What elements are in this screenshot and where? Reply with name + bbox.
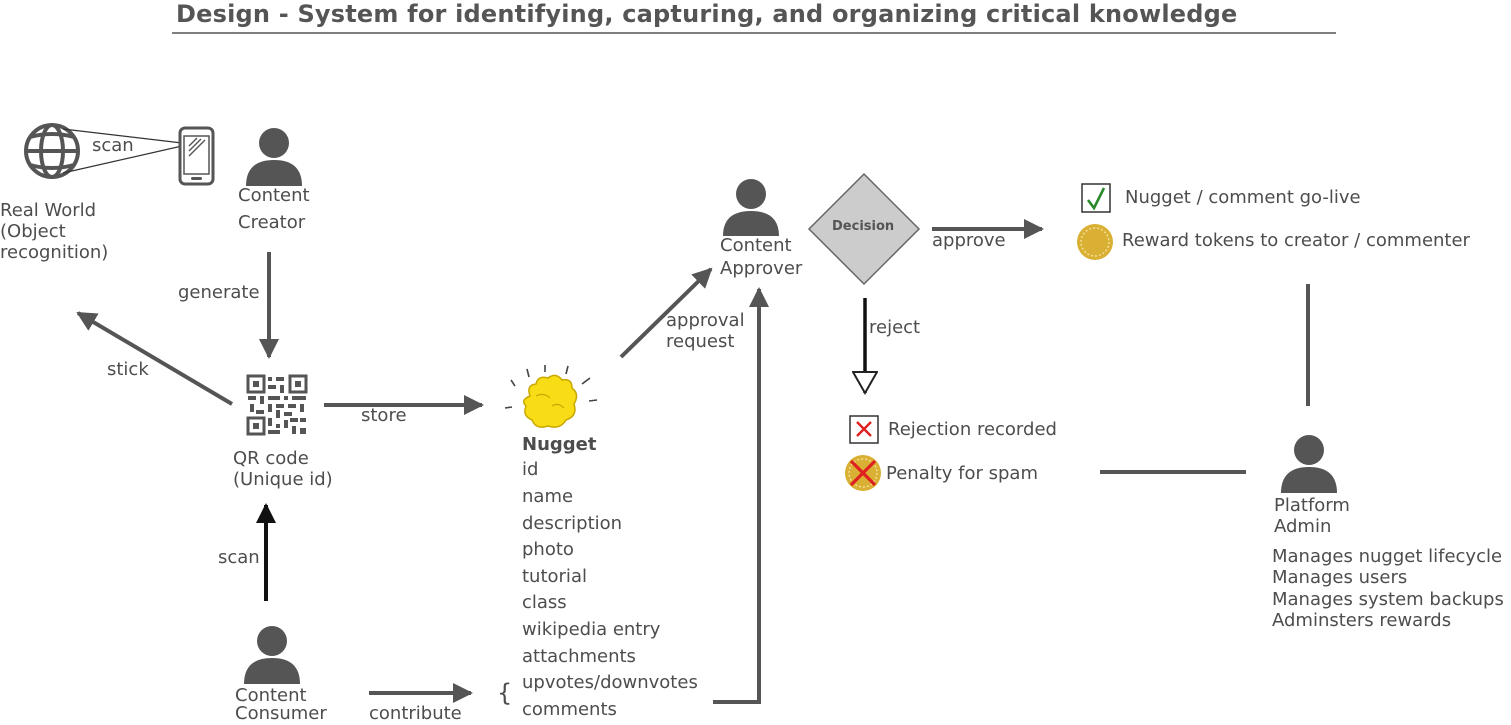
content-creator-icon	[246, 128, 302, 186]
consumer-label-1: Content	[235, 685, 307, 706]
approval-label-2: request	[666, 331, 735, 352]
approve-label: approve	[932, 230, 1006, 251]
decision-label: Decision	[832, 219, 895, 234]
phone-icon	[178, 126, 215, 186]
nugget-heading: Nugget	[522, 434, 597, 455]
reject-label: reject	[869, 317, 921, 338]
coin-icon	[1077, 224, 1113, 260]
approval-label-1: approval	[666, 310, 745, 331]
penalty-coin-icon	[845, 455, 881, 491]
admin-label-2: Admin	[1274, 516, 1332, 537]
real-world-label-3: recognition)	[0, 242, 109, 263]
nugget-field: class	[522, 592, 567, 613]
admin-duty: Manages system backups	[1272, 589, 1504, 610]
approver-label-2: Approver	[720, 258, 803, 279]
decision-diamond	[807, 172, 921, 286]
reward-label: Reward tokens to creator / commenter	[1122, 230, 1470, 251]
real-world-label-2: (Object	[0, 221, 66, 242]
rejection-label: Rejection recorded	[888, 419, 1057, 440]
penalty-label: Penalty for spam	[886, 463, 1038, 484]
real-world-label-1: Real World	[0, 200, 97, 221]
comments-to-approver-arrow	[713, 287, 769, 704]
qr-label-1: QR code	[233, 448, 309, 469]
scan-bottom-label: scan	[218, 547, 260, 568]
nugget-field: description	[522, 513, 623, 534]
nugget-field: wikipedia entry	[522, 619, 661, 640]
contribute-label: contribute	[369, 703, 462, 724]
nugget-field: comments	[522, 699, 617, 720]
check-icon	[1081, 183, 1111, 213]
generate-label: generate	[178, 282, 260, 303]
admin-duty: Adminsters rewards	[1272, 610, 1452, 631]
nugget-icon	[504, 365, 598, 428]
qr-label-2: (Unique id)	[233, 469, 333, 490]
brace-glyph: {	[497, 679, 513, 707]
stick-arrow	[76, 311, 234, 406]
rejection-icon	[849, 415, 879, 444]
nugget-field: upvotes/downvotes	[522, 672, 698, 693]
content-approver-icon	[723, 179, 779, 236]
store-label: store	[361, 405, 407, 426]
admin-label-1: Platform	[1274, 495, 1350, 516]
golive-label: Nugget / comment go-live	[1125, 187, 1361, 208]
admin-duty: Manages users	[1272, 567, 1408, 588]
creator-label-2: Creator	[238, 212, 306, 233]
globe-icon	[24, 123, 80, 179]
stick-label: stick	[107, 359, 149, 380]
scan-line-top	[62, 128, 183, 144]
approver-label-1: Content	[720, 235, 792, 256]
nugget-field: name	[522, 486, 574, 507]
qr-code-icon	[246, 374, 308, 436]
admin-duty: Manages nugget lifecycle	[1272, 546, 1503, 567]
creator-label-1: Content	[238, 185, 310, 206]
nugget-field: id	[522, 459, 539, 480]
consumer-label-2: Consumer	[235, 703, 327, 724]
approval-request-arrow	[619, 267, 713, 359]
nugget-field: attachments	[522, 646, 636, 667]
content-consumer-icon	[244, 626, 300, 684]
page-title: Design - System for identifying, capturi…	[176, 0, 1238, 28]
scan-top-label: scan	[92, 135, 134, 156]
scan-line-bottom	[62, 145, 183, 174]
nugget-field: photo	[522, 539, 574, 560]
nugget-field: tutorial	[522, 566, 587, 587]
platform-admin-icon	[1281, 435, 1337, 493]
